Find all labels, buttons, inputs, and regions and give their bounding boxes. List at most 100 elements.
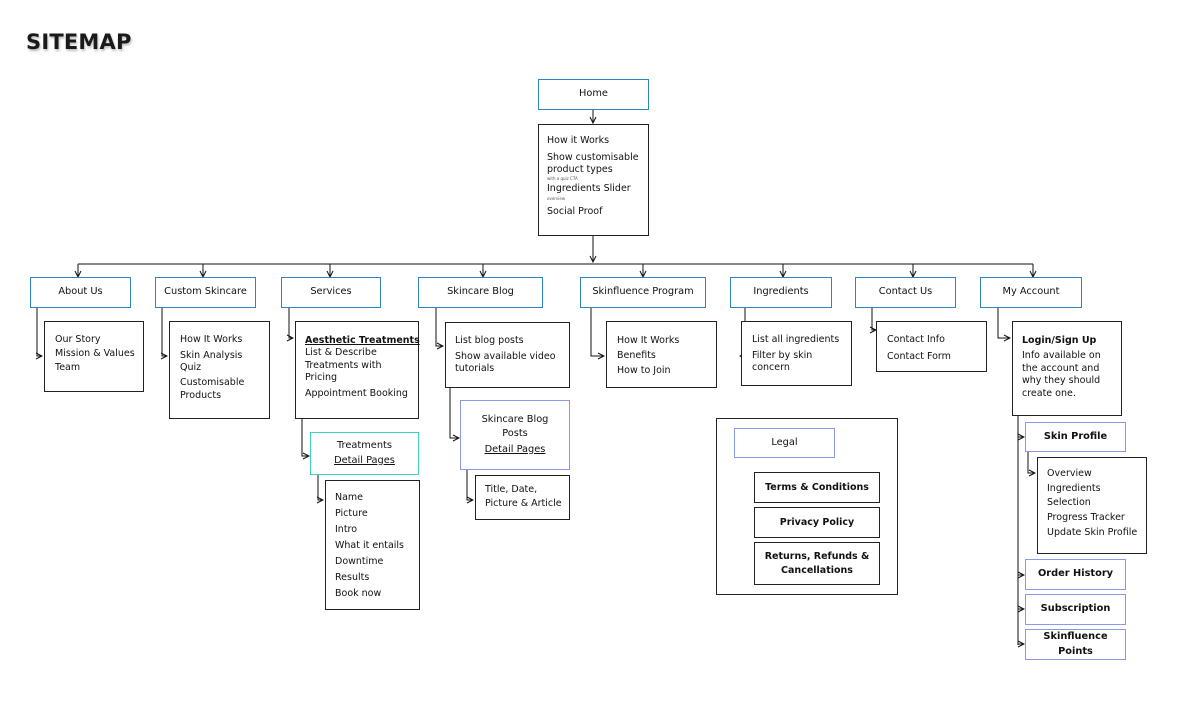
home-note: with a quiz CTA — [547, 176, 578, 182]
legal-terms: Terms & Conditions — [754, 472, 880, 503]
legal-item-label: Returns, Refunds & — [764, 551, 870, 563]
list-item: Progress Tracker — [1047, 512, 1125, 524]
list-item: the account and — [1022, 362, 1100, 374]
order-history-label: Order History — [1037, 568, 1114, 580]
skinfluence-points-node: Skinfluence Points — [1025, 629, 1126, 660]
list-item: How It Works — [617, 335, 680, 346]
nav-contact-us: Contact Us — [855, 277, 956, 308]
list-item: Pricing — [305, 372, 338, 384]
home-item: product types — [547, 164, 613, 176]
blog-posts-sublabel: Detail Pages — [484, 443, 546, 455]
page-title: SITEMAP — [26, 30, 132, 54]
order-history-node: Order History — [1025, 559, 1126, 590]
list-item: Our Story — [55, 334, 101, 345]
nav-skinfluence-program: Skinfluence Program — [580, 277, 706, 308]
treatments-node: Treatments Detail Pages — [310, 432, 419, 475]
skin-profile-node: Skin Profile — [1025, 422, 1126, 452]
nav-about-us: About Us — [30, 277, 131, 308]
list-item: Picture & Article — [485, 497, 562, 509]
list-item: Mission & Values — [55, 347, 135, 359]
legal-item-label: Privacy Policy — [779, 516, 855, 528]
list-item: Results — [335, 571, 370, 583]
list-item: tutorials — [455, 363, 495, 375]
list-item: List & Describe — [305, 347, 377, 359]
nav-label: Custom Skincare — [164, 286, 247, 298]
list-item: Contact Form — [887, 350, 951, 362]
list-item: Aesthetic Treatments — [305, 335, 420, 346]
subscription-node: Subscription — [1025, 594, 1126, 625]
ingredients-list: List all ingredients Filter by skin conc… — [741, 321, 852, 386]
home-item: Social Proof — [547, 205, 603, 217]
skincare-blog-list: List blog posts Show available video tut… — [445, 322, 570, 388]
list-item: Products — [180, 389, 222, 401]
list-item: Intro — [335, 523, 358, 535]
treatments-sublabel: Detail Pages — [334, 454, 395, 466]
subscription-label: Subscription — [1040, 603, 1111, 615]
list-item: How It Works — [180, 334, 243, 345]
home-item: How it Works — [547, 135, 610, 146]
nav-skincare-blog: Skincare Blog — [418, 277, 543, 308]
list-item: Quiz — [180, 362, 202, 374]
list-item: Downtime — [335, 555, 384, 567]
list-item: Book now — [335, 587, 382, 599]
nav-label: Skinfluence Program — [592, 286, 694, 298]
skin-profile-label: Skin Profile — [1043, 430, 1108, 442]
list-item: Filter by skin — [752, 349, 813, 361]
home-label: Home — [579, 88, 608, 100]
custom-skincare-list: How It Works Skin Analysis Quiz Customis… — [169, 321, 270, 419]
about-us-list: Our Story Mission & Values Team — [44, 321, 144, 392]
list-item: Name — [335, 492, 364, 503]
home-note: overview — [547, 195, 566, 201]
nav-custom-skincare: Custom Skincare — [155, 277, 256, 308]
list-item: Title, Date, — [485, 484, 538, 495]
legal-item-label: Cancellations — [781, 564, 853, 576]
list-item: Treatments with — [305, 359, 382, 371]
legal-privacy: Privacy Policy — [754, 507, 880, 538]
nav-label: Contact Us — [878, 286, 933, 298]
nav-label: Services — [310, 286, 352, 298]
skin-profile-list: Overview Ingredients Selection Progress … — [1037, 457, 1147, 554]
blog-posts-label: Skincare Blog Posts — [481, 414, 549, 440]
list-item: Team — [55, 361, 81, 373]
treatments-label: Treatments — [337, 439, 392, 451]
blog-posts-node: Skincare Blog Posts Detail Pages — [460, 400, 570, 470]
list-item: Skin Analysis — [180, 349, 243, 361]
nav-my-account: My Account — [980, 277, 1082, 308]
skinfluence-list: How It Works Benefits How to Join — [606, 321, 717, 388]
legal-item-label: Terms & Conditions — [765, 481, 869, 493]
list-item: Login/Sign Up — [1022, 335, 1097, 346]
list-item: Customisable — [180, 377, 245, 389]
nav-services: Services — [281, 277, 381, 308]
blog-posts-list: Title, Date, Picture & Article — [475, 475, 570, 520]
list-item: Benefits — [617, 350, 656, 362]
nav-label: My Account — [1002, 286, 1060, 298]
list-item: Overview — [1047, 468, 1092, 479]
home-detail: How it Works Show customisable product t… — [538, 124, 649, 236]
contact-us-list: Contact Info Contact Form — [876, 321, 987, 372]
home-item: Show customisable — [547, 151, 639, 163]
nav-ingredients: Ingredients — [730, 277, 832, 308]
list-item: Info available on — [1022, 349, 1101, 361]
list-item: why they should — [1022, 375, 1101, 387]
list-item: Ingredients — [1047, 482, 1101, 494]
list-item: What it entails — [335, 539, 405, 551]
list-item: create one. — [1022, 388, 1076, 400]
list-item: List all ingredients — [752, 334, 840, 345]
list-item: Picture — [335, 507, 368, 519]
services-list: Aesthetic Treatments List & Describe Tre… — [295, 321, 420, 419]
list-item: Selection — [1047, 497, 1091, 509]
list-item: List blog posts — [455, 335, 524, 346]
my-account-list: Login/Sign Up Info available on the acco… — [1012, 321, 1122, 416]
legal-label: Legal — [771, 436, 798, 448]
nav-label: About Us — [58, 286, 103, 298]
list-item: Contact Info — [887, 334, 945, 345]
home-item: Ingredients Slider — [547, 183, 631, 195]
list-item: Appointment Booking — [305, 388, 408, 400]
list-item: Show available video — [455, 350, 556, 362]
home-node: Home — [538, 79, 649, 110]
nav-label: Skincare Blog — [447, 286, 514, 298]
list-item: How to Join — [617, 365, 671, 377]
list-item: Update Skin Profile — [1047, 526, 1138, 538]
treatments-list: Name Picture Intro What it entails Downt… — [325, 480, 420, 610]
